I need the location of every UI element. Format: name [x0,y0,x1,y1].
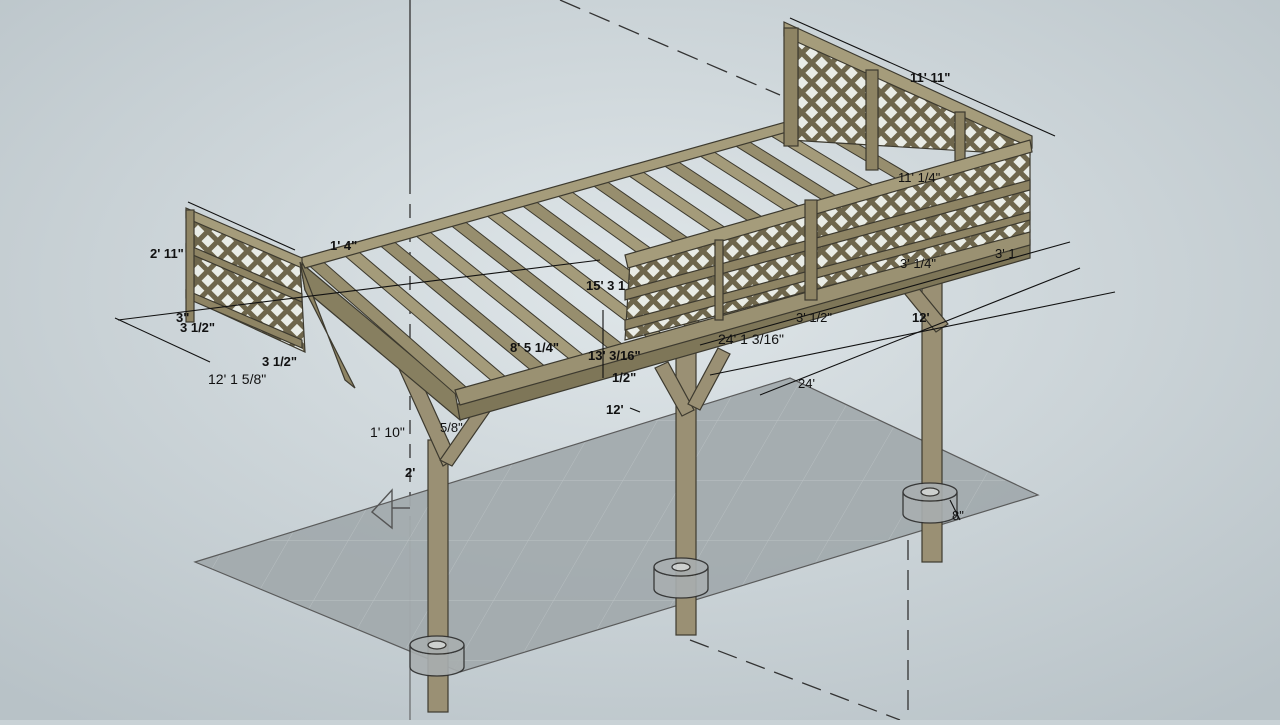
dim-footing: 8" [952,508,964,523]
dim-beam-c: 1/2" [612,370,636,385]
dim-brace-b: 5/8" [440,420,463,435]
dimension-labels: 11' 11" 2' 11" 12' 1 5/8" 1' 4" 3" 3 1/2… [150,70,1016,523]
dim-brace-a: 1' 10" [370,424,405,440]
dim-span-total: 24' [798,376,815,391]
dim-small-b: 3 1/2" [180,320,215,335]
dim-top-width: 11' 11" [910,70,950,85]
footings [409,482,958,677]
dim-beam-a: 8' 5 1/4" [510,340,559,355]
dim-beam-b: 13' 3/16" [588,348,641,363]
front-railing [624,139,1033,341]
ground-plane [193,377,1040,673]
dimension-lines [114,17,1116,521]
axis-indicator-icon [370,488,410,530]
dim-post-right: 12' [912,310,930,325]
dim-joist-spacing: 1' 4" [330,238,357,253]
dim-small-a: 3" [176,310,189,325]
dim-rail-height: 2' 11" [150,246,184,261]
dim-left-depth: 12' 1 5/8" [208,371,266,387]
back-railing [783,21,1033,171]
dim-span-mid: 24' 1 3/16" [718,331,784,347]
dim-span-inner: 3' 1/2" [796,310,832,325]
left-railing [185,207,356,389]
dim-right-top: 11' 1/4" [898,170,941,185]
dim-small-c: 3 1/2" [262,354,297,369]
dim-beam-height: 15' 3 1 [586,278,625,293]
dim-right-edge: 3' 1 [995,246,1016,261]
dim-right-small: 3' 1/4" [900,256,936,271]
dim-post-gap: 12' [606,402,624,417]
dim-brace-c: 2' [405,465,415,480]
